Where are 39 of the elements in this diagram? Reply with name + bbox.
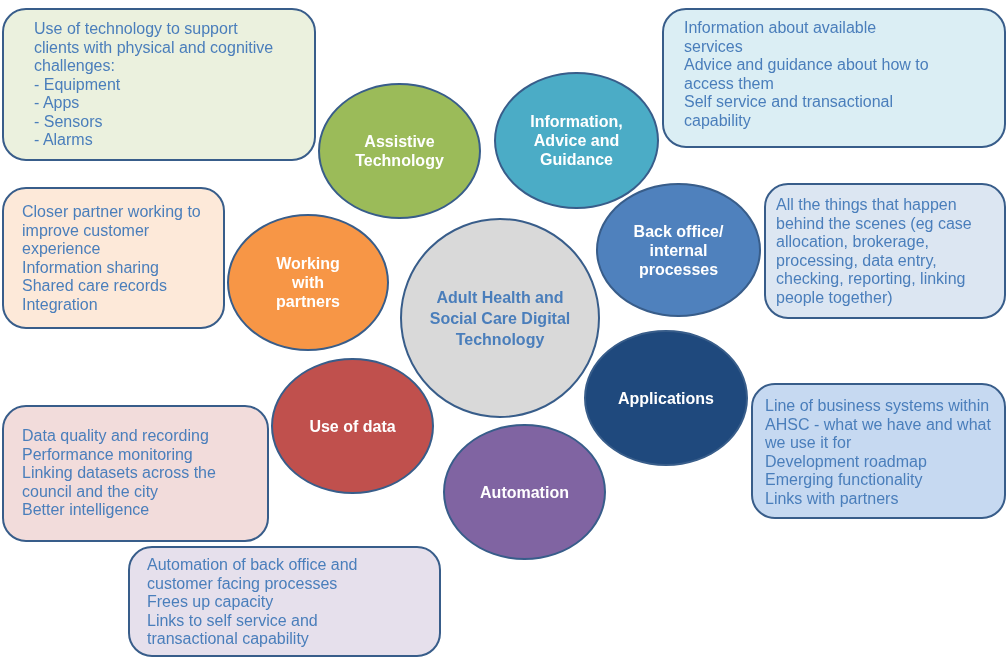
description-card bbox=[2, 405, 269, 542]
topic-label: Working with partners bbox=[275, 254, 341, 311]
topic-label: Use of data bbox=[308, 416, 397, 436]
description-text: Information sharing bbox=[22, 258, 160, 277]
description-text: Better intelligence bbox=[22, 501, 151, 520]
description-text: - Alarms bbox=[34, 131, 94, 150]
topic-label: Applications bbox=[617, 388, 715, 408]
description-text: Advice and guidance about how to access them bbox=[684, 56, 930, 93]
description-text: Closer partner working to improve customer experience bbox=[22, 203, 202, 259]
topic-label: Assistive Technology bbox=[354, 132, 445, 170]
topic-label: Information, Advice and Guidance bbox=[529, 112, 624, 169]
description-text: Frees up capacity bbox=[147, 593, 275, 612]
description-text: Integration bbox=[22, 295, 99, 314]
description-card bbox=[764, 183, 1006, 319]
description-text: Linking datasets across the council and the city bbox=[22, 464, 217, 501]
description-text: Use of technology to support clients with physical and cognitive challenges: bbox=[34, 20, 274, 76]
description-text: Information about available services bbox=[684, 19, 878, 56]
topic-label: Back office/ internal processes bbox=[632, 221, 725, 279]
description-text: Links to self service and transactional capability bbox=[147, 611, 319, 649]
description-card bbox=[2, 8, 316, 161]
description-card bbox=[751, 383, 1006, 519]
description-card bbox=[662, 8, 1006, 148]
description-text: Development roadmap bbox=[765, 452, 928, 471]
description-text: Links with partners bbox=[765, 489, 900, 508]
description-text: - Sensors bbox=[34, 112, 104, 131]
description-text: Automation of back office and customer facing processes bbox=[147, 556, 359, 593]
description-text: Data quality and recording bbox=[22, 427, 210, 446]
hub-title: Adult Health and Social Care Digital Technology bbox=[428, 287, 572, 350]
description-text: Line of business systems within AHSC - what we have and what we use it for bbox=[765, 397, 992, 453]
description-card bbox=[2, 187, 225, 329]
description-text: - Apps bbox=[34, 94, 81, 113]
description-text: Emerging functionality bbox=[765, 471, 924, 490]
topic-label: Automation bbox=[479, 482, 570, 502]
description-text: Shared care records bbox=[22, 277, 168, 296]
description-text: Performance monitoring bbox=[22, 445, 194, 464]
description-text: Self service and transactional capability bbox=[684, 93, 894, 130]
description-text: All the things that happen behind the scenes (eg case allocation, brokerage, processing, data entry, checking, reporting, linking people together) bbox=[776, 196, 973, 307]
description-card bbox=[128, 546, 441, 657]
description-text: - Equipment bbox=[34, 75, 122, 94]
